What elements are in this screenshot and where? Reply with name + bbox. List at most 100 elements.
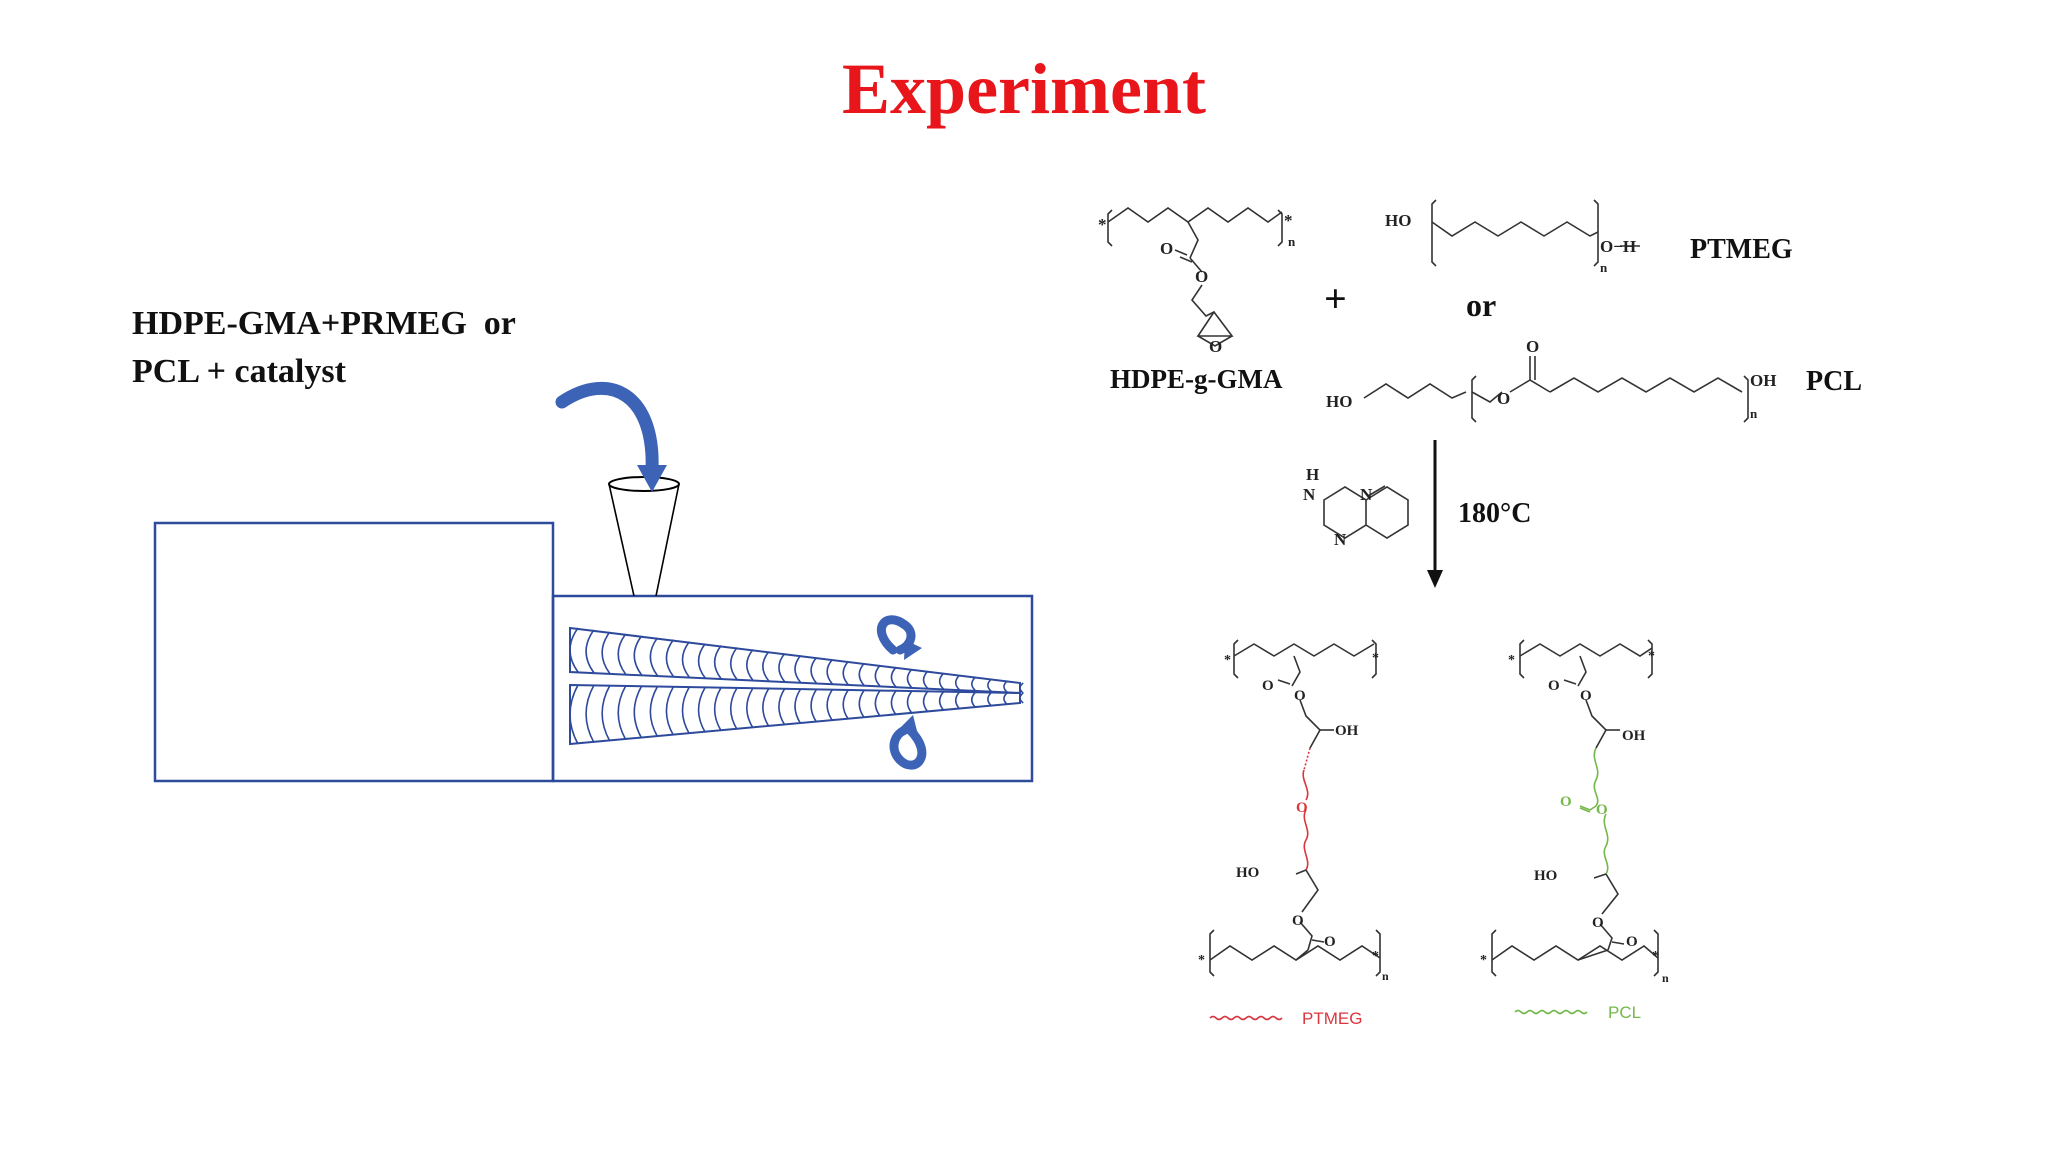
o-pcl-ester: O bbox=[1497, 389, 1510, 408]
screw-flight-1-24 bbox=[954, 674, 961, 691]
screw-flight-2-24 bbox=[954, 691, 961, 710]
o-p1-ether: O bbox=[1296, 800, 1308, 816]
screw-flight-1-23 bbox=[938, 672, 945, 690]
star-p2-bl: * bbox=[1480, 953, 1487, 968]
star-p2-right: * bbox=[1648, 649, 1655, 664]
screw-flight-2-5 bbox=[649, 686, 659, 738]
screw-flight-2-8 bbox=[697, 686, 706, 733]
extruder-barrel bbox=[551, 594, 1034, 783]
screw-flight-1-7 bbox=[681, 641, 690, 678]
n-pcl: n bbox=[1750, 406, 1758, 421]
ho-p2-bottom: HO bbox=[1534, 868, 1557, 884]
screw-flight-1-11 bbox=[745, 649, 754, 681]
screw-flight-2-16 bbox=[826, 689, 834, 722]
screw-flight-1-9 bbox=[713, 645, 722, 680]
oh-ptmeg: O−H bbox=[1600, 237, 1636, 256]
n-hdpe: n bbox=[1288, 234, 1296, 249]
screw-flight-1-19 bbox=[874, 664, 881, 687]
screw-flight-2-19 bbox=[874, 689, 881, 717]
screw-flight-2-2 bbox=[601, 685, 611, 742]
n-ptmeg: n bbox=[1600, 260, 1608, 275]
screw-flight-2-7 bbox=[681, 686, 690, 735]
ptmeg-structure bbox=[1431, 199, 1640, 267]
screw-flight-1-15 bbox=[810, 656, 818, 684]
pcl-structure bbox=[1363, 356, 1749, 423]
slide-title: Experiment bbox=[842, 49, 1206, 129]
catalyst-structure bbox=[1323, 485, 1409, 539]
twin-screws bbox=[569, 626, 1024, 746]
screw-flight-1-0 bbox=[569, 627, 579, 673]
screw-flight-2-26 bbox=[987, 691, 992, 707]
screw-flight-2-13 bbox=[778, 688, 786, 726]
screw-flight-1-12 bbox=[762, 651, 770, 682]
screw-flight-1-21 bbox=[906, 668, 913, 689]
star-p1-right: * bbox=[1372, 651, 1379, 666]
legend-pcl-label: PCL bbox=[1608, 1003, 1641, 1022]
o-hdpe-epoxide: O bbox=[1209, 337, 1222, 356]
o-p1-ester: O bbox=[1294, 688, 1306, 704]
screw-flight-2-21 bbox=[906, 690, 913, 714]
screw-flight-2-17 bbox=[842, 689, 849, 720]
star-p1-br: * bbox=[1372, 949, 1379, 964]
feed-arrow-icon bbox=[555, 381, 659, 477]
legend-ptmeg-swatch bbox=[1209, 1015, 1283, 1021]
screw-flight-2-10 bbox=[729, 687, 738, 730]
screw-flight-1-22 bbox=[922, 670, 929, 690]
legend-ptmeg-label: PTMEG bbox=[1302, 1009, 1362, 1028]
ho-ptmeg: HO bbox=[1385, 211, 1411, 230]
rotation-arrow-top-icon bbox=[876, 615, 922, 660]
temperature-label: 180°C bbox=[1458, 498, 1531, 529]
screw-outline-2 bbox=[569, 683, 1021, 746]
screw-flight-1-13 bbox=[778, 653, 786, 683]
h-catalyst: H bbox=[1306, 465, 1319, 484]
screw-flight-2-27 bbox=[1003, 692, 1008, 706]
screw-flight-1-5 bbox=[649, 637, 659, 677]
screw-flight-1-18 bbox=[858, 662, 865, 687]
screw-flight-1-16 bbox=[826, 658, 834, 685]
o-p1-carbonyl: O bbox=[1262, 678, 1274, 694]
screw-flight-2-0 bbox=[569, 684, 579, 745]
screw-flight-2-4 bbox=[633, 685, 643, 739]
screw-flight-2-22 bbox=[922, 690, 929, 713]
star-hdpe-right: * bbox=[1284, 211, 1293, 230]
or-label: or bbox=[1466, 287, 1496, 323]
star-p1-left: * bbox=[1224, 653, 1231, 668]
oh-p1-top: OH bbox=[1335, 723, 1359, 739]
screw-flight-2-14 bbox=[794, 688, 802, 724]
n-p1: n bbox=[1382, 969, 1389, 983]
screw-flight-2-12 bbox=[762, 688, 770, 727]
n-catalyst-3: N bbox=[1334, 530, 1347, 549]
legend-pcl-swatch bbox=[1514, 1009, 1588, 1015]
feed-arrow-head-icon bbox=[637, 465, 667, 492]
o-p1-bottom-ester: O bbox=[1292, 913, 1304, 929]
o-hdpe-carbonyl: O bbox=[1160, 239, 1173, 258]
reaction-arrow-icon bbox=[1427, 440, 1443, 588]
screw-flight-1-8 bbox=[697, 643, 706, 679]
screw-flight-1-20 bbox=[890, 666, 897, 688]
hdpe-g-gma-label: HDPE-g-GMA bbox=[1110, 364, 1283, 394]
screw-flight-1-2 bbox=[601, 631, 611, 674]
screw-flight-1-14 bbox=[794, 654, 802, 684]
o-p2-green-carbonyl: O bbox=[1560, 794, 1572, 810]
screw-flight-1-3 bbox=[617, 633, 627, 675]
ho-pcl: HO bbox=[1326, 392, 1352, 411]
screw-flight-2-28 bbox=[1019, 692, 1024, 704]
star-p1-bl: * bbox=[1198, 953, 1205, 968]
n-p2: n bbox=[1662, 971, 1669, 985]
plus-sign: + bbox=[1324, 276, 1347, 321]
screw-flight-2-25 bbox=[970, 691, 977, 708]
screw-flight-1-6 bbox=[665, 639, 675, 677]
oh-p2-top: OH bbox=[1622, 728, 1646, 744]
o-pcl-carbonyl: O bbox=[1526, 337, 1539, 356]
screw-flight-2-11 bbox=[745, 687, 754, 729]
screw-flight-1-25 bbox=[970, 676, 977, 692]
hdpe-g-gma-structure bbox=[1107, 207, 1283, 347]
ho-p1-bottom: HO bbox=[1236, 865, 1259, 881]
screw-flight-1-4 bbox=[633, 635, 643, 676]
o-p2-bottom-ester: O bbox=[1592, 915, 1604, 931]
product-ptmeg-structure bbox=[1209, 639, 1381, 977]
screw-flight-2-23 bbox=[938, 691, 945, 711]
pcl-label: PCL bbox=[1806, 366, 1862, 397]
